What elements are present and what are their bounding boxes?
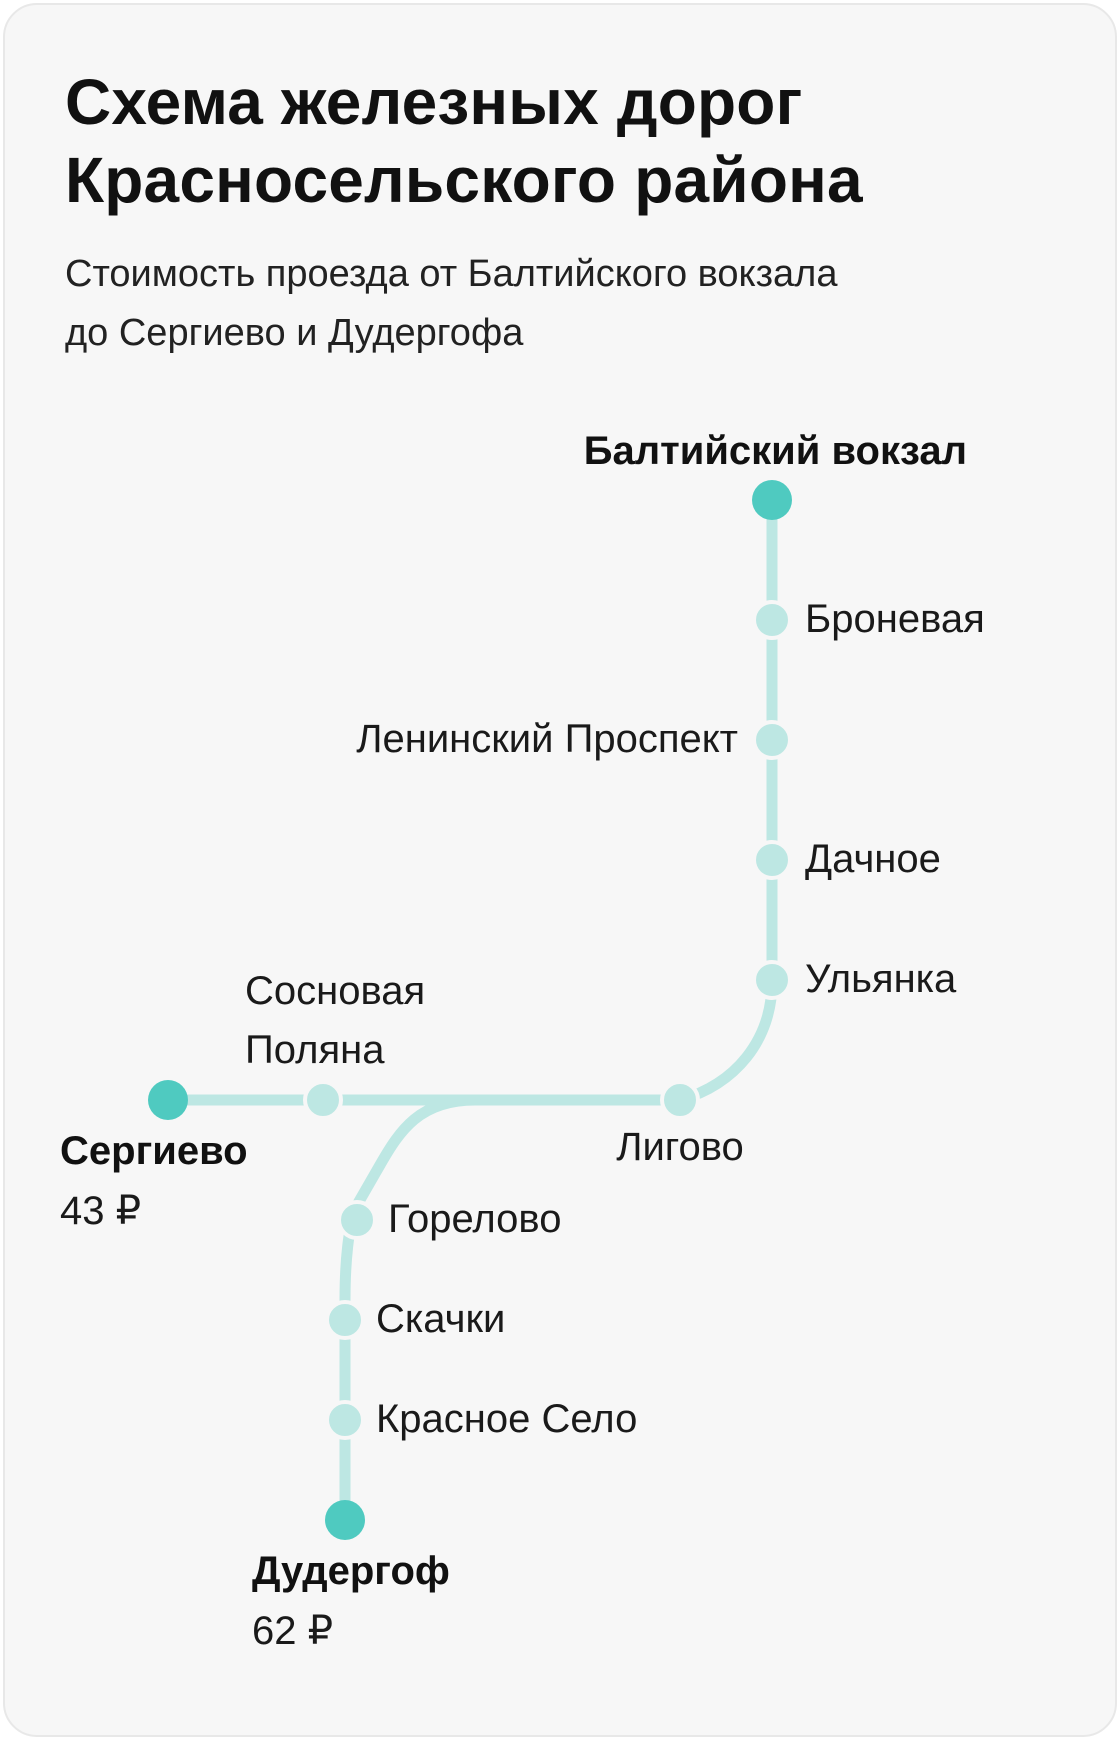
station-ligovo xyxy=(660,1080,700,1120)
title-line-2: Красносельского района xyxy=(65,144,863,216)
subtitle-line-2: до Сергиево и Дудергофа xyxy=(65,312,524,354)
station-leninsky xyxy=(752,720,792,760)
page-title: Схема железных дорог Красносельского рай… xyxy=(65,63,863,219)
label-dudergof: Дудергоф xyxy=(252,1549,450,1593)
station-sergievo xyxy=(148,1080,188,1120)
station-bronevaya xyxy=(752,600,792,640)
label-dachnoe: Дачное xyxy=(805,837,941,881)
station-dachnoe xyxy=(752,840,792,880)
label-ligovo: Лигово xyxy=(616,1125,744,1169)
card: Схема железных дорог Красносельского рай… xyxy=(3,3,1117,1737)
label-baltiysky: Балтийский вокзал xyxy=(584,429,967,473)
subtitle-line-1: Стоимость проезда от Балтийского вокзала xyxy=(65,253,838,295)
track-branch-dudergof xyxy=(339,1094,481,1524)
station-sosnovaya xyxy=(303,1080,343,1120)
label-gorelovo: Горелово xyxy=(388,1197,561,1241)
label-sergievo: Сергиево xyxy=(60,1129,248,1173)
label-sosnovaya-2: Поляна xyxy=(245,1028,385,1072)
page-subtitle: Стоимость проезда от Балтийского вокзала… xyxy=(65,245,837,363)
label-sosnovaya-1: Сосновая xyxy=(245,969,425,1013)
station-krasnoe-selo xyxy=(325,1400,365,1440)
label-krasnoe-selo: Красное Село xyxy=(376,1397,637,1441)
title-line-1: Схема железных дорог xyxy=(65,66,803,138)
station-baltiysky xyxy=(752,480,792,520)
station-gorelovo xyxy=(337,1200,377,1240)
label-bronevaya: Броневая xyxy=(805,597,985,641)
label-skachki: Скачки xyxy=(376,1297,505,1341)
price-dudergof: 62 ₽ xyxy=(252,1609,333,1653)
station-ulyanka xyxy=(752,960,792,1000)
label-ulyanka: Ульянка xyxy=(805,957,957,1001)
station-dudergof xyxy=(325,1500,365,1540)
price-sergievo: 43 ₽ xyxy=(60,1189,141,1233)
station-skachki xyxy=(325,1300,365,1340)
label-leninsky: Ленинский Проспект xyxy=(356,717,738,761)
